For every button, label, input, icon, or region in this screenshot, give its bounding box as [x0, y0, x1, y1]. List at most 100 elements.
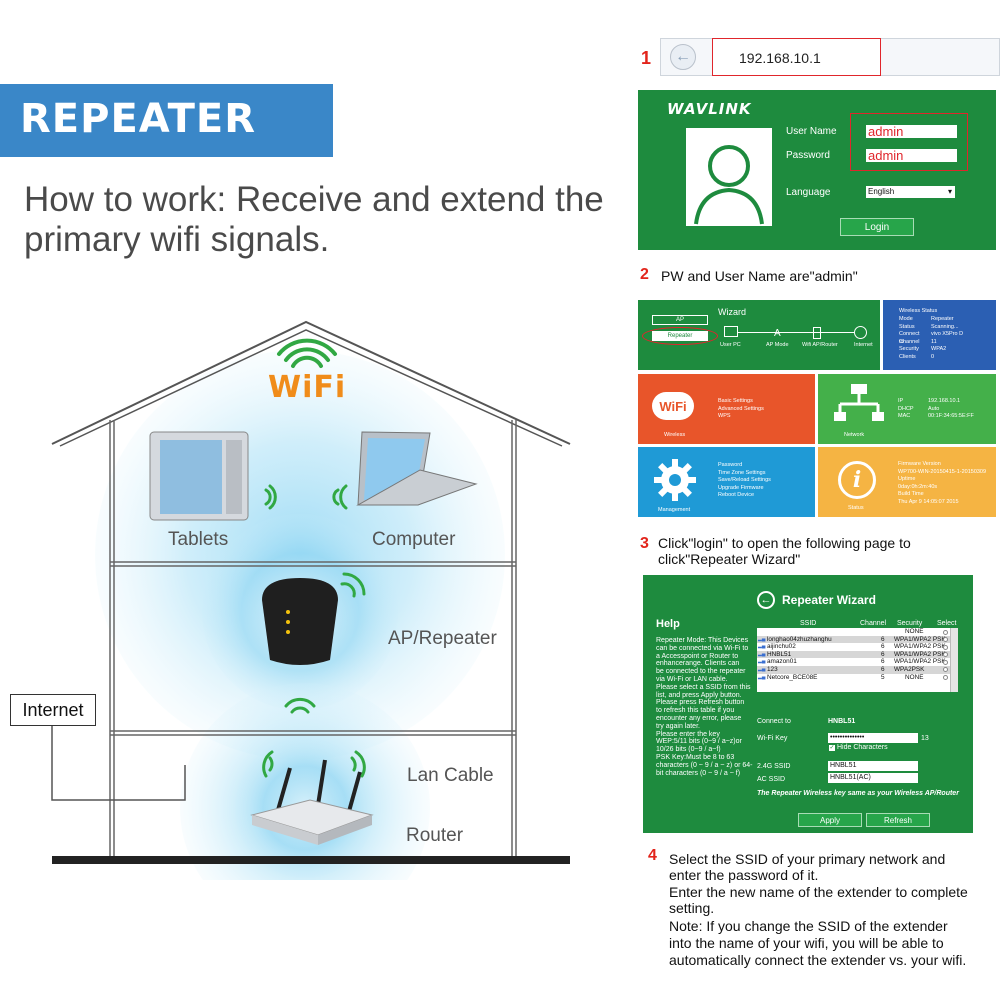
- banner-title: REPEATER: [20, 96, 257, 142]
- refresh-button[interactable]: Refresh: [866, 813, 930, 827]
- acssid-label: AC SSID: [757, 776, 786, 783]
- ssid24-input[interactable]: HNBL51: [828, 761, 918, 771]
- help-line: PSK Key:Must be 8 to 63: [656, 753, 735, 761]
- wifi-badge-icon: WiFi: [652, 392, 694, 420]
- management-link[interactable]: Save/Reload Settings: [718, 477, 771, 483]
- status-line: 0day:0h:2m:40s: [898, 483, 938, 490]
- kv-key: Mode: [899, 316, 913, 322]
- wifi-logo-icon: [277, 338, 337, 368]
- step-3-text: Click"login" to open the following page …: [658, 535, 911, 567]
- select-radio[interactable]: [943, 667, 948, 673]
- gear-icon: [654, 459, 696, 501]
- chevron-down-icon: ▾: [947, 187, 952, 196]
- label-ap-repeater: AP/Repeater: [388, 628, 497, 649]
- select-radio[interactable]: [943, 637, 948, 643]
- security-cell: WPA1/WPA2 PSK: [894, 650, 946, 658]
- help-line: a Accesspoint or Router to: [656, 652, 739, 660]
- select-radio[interactable]: [943, 675, 948, 681]
- status-line: Build Time: [898, 491, 924, 497]
- help-title: Help: [656, 618, 680, 630]
- help-line: WEP:5/11 bits (0~9 / a~z)or: [656, 738, 742, 746]
- security-cell: WPA1/WPA2 PSK: [894, 643, 946, 651]
- wireless-tile-name: Wireless: [664, 432, 686, 438]
- language-label: Language: [786, 187, 831, 198]
- help-line: Please enter the key: [656, 730, 720, 738]
- url-input[interactable]: 192.168.10.1: [712, 38, 881, 76]
- tablet-icon: [149, 431, 249, 521]
- avatar: [686, 128, 772, 226]
- connect-to-label: Connect to: [757, 718, 791, 725]
- wizard-tile-title: Wizard: [718, 307, 747, 317]
- username-input[interactable]: admin: [866, 125, 957, 138]
- network-icon: [834, 384, 884, 421]
- ssid24-label: 2.4G SSID: [757, 763, 791, 770]
- acssid-input[interactable]: HNBL51(AC): [828, 773, 918, 783]
- channel-cell: 6: [881, 635, 885, 643]
- select-radio[interactable]: [943, 644, 948, 650]
- hide-characters-checkbox[interactable]: ✓: [829, 745, 835, 751]
- channel-cell: 6: [881, 650, 885, 658]
- col-ssid: SSID: [800, 620, 817, 627]
- select-radio[interactable]: [943, 629, 948, 635]
- col-select: Select: [937, 620, 957, 627]
- password-input[interactable]: admin: [866, 149, 957, 162]
- kv-value: WPA2: [931, 346, 947, 352]
- step-1-number: 1: [641, 48, 652, 68]
- kv-value: 00:1F:34:65:5E:FF: [928, 413, 974, 419]
- password-label: Password: [786, 150, 830, 161]
- ap-button[interactable]: AP: [652, 315, 708, 325]
- wireless-link[interactable]: WPS: [718, 413, 731, 419]
- wireless-link[interactable]: Advanced Settings: [718, 405, 764, 412]
- apply-button[interactable]: Apply: [798, 813, 862, 827]
- back-circle-icon[interactable]: ←: [757, 591, 775, 609]
- signal-bars-icon: ▂▄: [758, 673, 766, 680]
- management-link[interactable]: Password: [718, 462, 743, 468]
- wifi-key-input[interactable]: ••••••••••••••: [828, 733, 918, 743]
- wireless-link[interactable]: Basic Settings: [718, 398, 753, 404]
- connect-to-value: HNBL51: [828, 718, 856, 725]
- kv-value: Repeater: [931, 316, 954, 322]
- management-link[interactable]: Upgrade Firmware: [718, 484, 764, 491]
- kv-value: Scanning...: [931, 323, 959, 330]
- wizard-tile[interactable]: Wizard AP Repeater A User PC AP Mode Wif…: [638, 300, 880, 370]
- col-security: Security: [897, 620, 923, 627]
- select-radio[interactable]: [943, 652, 948, 658]
- internet-label: Internet: [10, 694, 96, 726]
- help-line: Please press Refresh button: [656, 699, 745, 707]
- select-radio[interactable]: [943, 659, 948, 665]
- signal-bars-icon: ▂▄: [758, 650, 766, 657]
- ssid-cell: 123: [767, 665, 778, 673]
- username-label: User Name: [786, 126, 837, 137]
- management-link[interactable]: Time Zone Settings: [718, 469, 766, 476]
- ssid-table-scrollbar[interactable]: [950, 628, 958, 692]
- kv-value: 11: [931, 338, 937, 345]
- language-value: English: [868, 187, 895, 196]
- management-link[interactable]: Reboot Device: [718, 492, 755, 498]
- repeater-highlight: [642, 327, 718, 345]
- status-line: WP700-WIN-20150415-1-20150309: [898, 468, 987, 475]
- ssid-cell: Netcore_BCE08E: [767, 673, 818, 681]
- language-select[interactable]: English ▾: [866, 186, 955, 198]
- login-button[interactable]: Login: [840, 218, 914, 236]
- back-arrow-icon[interactable]: ←: [670, 44, 696, 70]
- laptop-icon: [356, 431, 478, 506]
- status-line: Uptime: [898, 476, 916, 482]
- signal-bars-icon: ▂▄: [758, 635, 766, 642]
- table-row[interactable]: NONE: [757, 628, 955, 636]
- kv-key: DHCP: [898, 405, 914, 412]
- wizard-title: Repeater Wizard: [782, 593, 876, 607]
- info-icon: i: [838, 461, 876, 499]
